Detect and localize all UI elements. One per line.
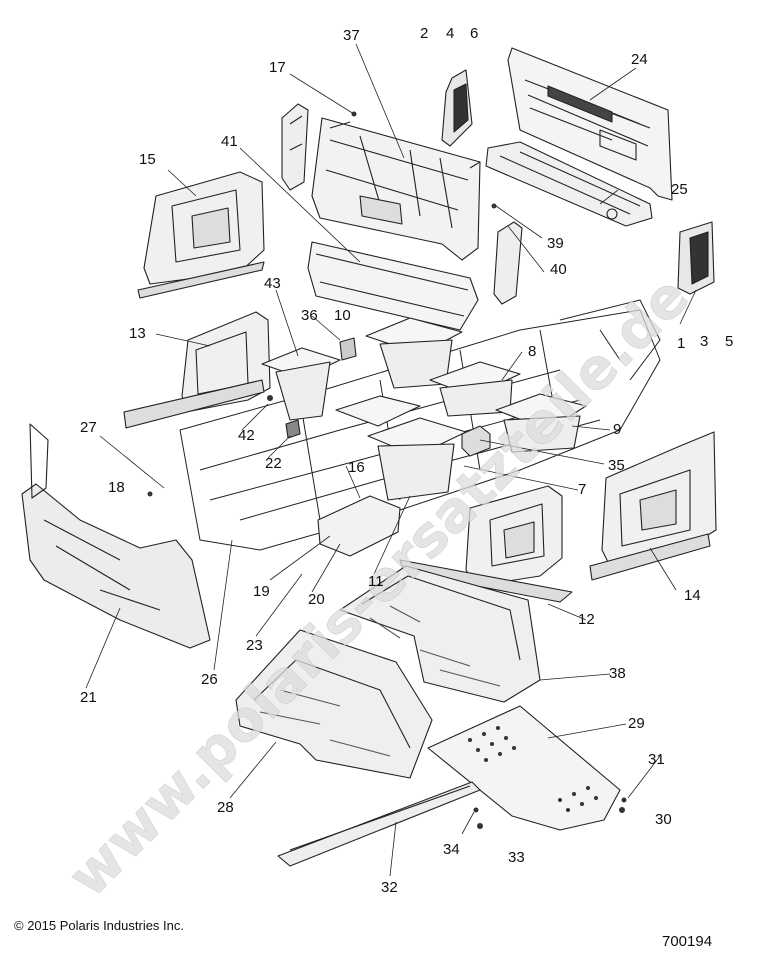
callout-17: 17 (269, 59, 286, 76)
callout-34: 34 (443, 841, 460, 858)
center-console (317, 495, 401, 557)
callout-16: 16 (348, 459, 365, 476)
callout-22: 22 (265, 455, 282, 472)
cup-holder-35 (461, 425, 491, 457)
callout-41: 41 (221, 133, 238, 150)
storage-bin-center (335, 395, 467, 501)
callout-43: 43 (264, 275, 281, 292)
storage-bin-9 (495, 393, 587, 453)
lower-rail (277, 781, 481, 867)
callout-31: 31 (648, 751, 665, 768)
callout-19: 19 (253, 583, 270, 600)
callout-12: 12 (578, 611, 595, 628)
callout-25: 25 (671, 181, 688, 198)
callout-27: 27 (80, 419, 97, 436)
callout-26: 26 (201, 671, 218, 688)
callout-13: 13 (129, 325, 146, 342)
callout-37: 37 (343, 27, 360, 44)
callout-32: 32 (381, 879, 398, 896)
callout-18: 18 (108, 479, 125, 496)
callout-21: 21 (80, 689, 97, 706)
storage-bin-8 (429, 361, 521, 417)
callout-40: 40 (550, 261, 567, 278)
callout-1: 1 (677, 335, 686, 352)
copyright-notice: © 2015 Polaris Industries Inc. (14, 918, 184, 933)
right-rear-door-panel (589, 431, 717, 581)
clip-22 (285, 419, 301, 439)
rear-cross-bracket (485, 141, 653, 227)
upper-corner-trim (441, 69, 473, 147)
callout-42: 42 (238, 427, 255, 444)
callout-3: 3 (700, 333, 709, 350)
callout-28: 28 (217, 799, 234, 816)
seat-base-rail (307, 241, 479, 331)
callout-20: 20 (308, 591, 325, 608)
side-corner-trim (677, 221, 715, 295)
callout-15: 15 (139, 151, 156, 168)
callout-36: 36 (301, 307, 318, 324)
callout-11: 11 (368, 573, 384, 590)
callout-10: 10 (334, 307, 351, 324)
callout-14: 14 (684, 587, 701, 604)
front-dash-panel (21, 423, 211, 649)
leader-lines (85, 43, 697, 877)
callout-9: 9 (613, 421, 622, 438)
rear-cab-panel (507, 47, 673, 201)
skid-plate (427, 705, 621, 831)
callout-29: 29 (628, 715, 645, 732)
front-floor-pan (235, 629, 433, 779)
right-pillar-panel (493, 221, 523, 305)
callout-5: 5 (725, 333, 734, 350)
callout-35: 35 (608, 457, 625, 474)
left-front-door-panel (123, 311, 271, 429)
callout-30: 30 (655, 811, 672, 828)
drawing-number: 700194 (662, 933, 713, 950)
storage-bin-10 (365, 317, 463, 389)
callout-2: 2 (420, 25, 429, 42)
callout-8: 8 (528, 343, 537, 360)
rear-floor-pan (339, 565, 541, 703)
callout-24: 24 (631, 51, 648, 68)
callout-33: 33 (508, 849, 525, 866)
callout-39: 39 (547, 235, 564, 252)
callout-7: 7 (578, 481, 587, 498)
bulkhead-panel (311, 117, 481, 261)
right-front-door-panel (399, 485, 573, 603)
callout-6: 6 (470, 25, 479, 42)
left-rear-door-panel (137, 171, 265, 299)
left-pillar-panel (281, 103, 309, 191)
callout-4: 4 (446, 25, 455, 42)
storage-bin-43 (261, 347, 341, 421)
callout-23: 23 (246, 637, 263, 654)
clip-36 (339, 337, 357, 361)
callout-38: 38 (609, 665, 626, 682)
